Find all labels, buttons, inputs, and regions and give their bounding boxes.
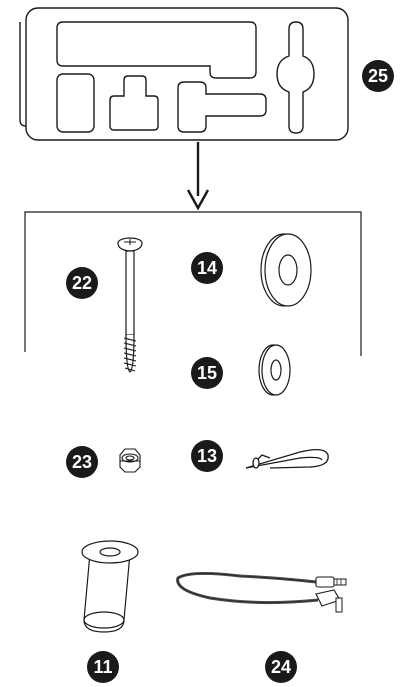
cable-part (178, 573, 346, 612)
badge-23: 23 (66, 446, 98, 478)
badge-25: 25 (362, 60, 394, 92)
clip-part (246, 450, 328, 468)
badge-13: 13 (191, 440, 223, 472)
badge-15: 15 (191, 357, 223, 389)
nut-part (120, 449, 140, 472)
badge-25-label: 25 (368, 66, 388, 86)
badge-13-label: 13 (197, 446, 217, 466)
down-arrow-icon (188, 142, 208, 208)
foam-tray (20, 8, 348, 140)
badge-15-label: 15 (197, 363, 217, 383)
washer-large-part (261, 234, 311, 306)
badge-11-label: 11 (93, 657, 112, 677)
screw-part (118, 238, 142, 372)
badge-23-label: 23 (72, 452, 92, 472)
tray-back-edge (20, 22, 26, 126)
washer-small-part (259, 345, 290, 395)
badge-24: 24 (265, 651, 297, 683)
badge-14: 14 (191, 252, 223, 284)
badge-24-label: 24 (271, 657, 291, 677)
badge-14-label: 14 (197, 258, 217, 278)
sleeve-part (82, 541, 138, 632)
badge-22-label: 22 (72, 273, 92, 293)
badge-11: 11 (87, 651, 119, 683)
badge-22: 22 (66, 267, 98, 299)
